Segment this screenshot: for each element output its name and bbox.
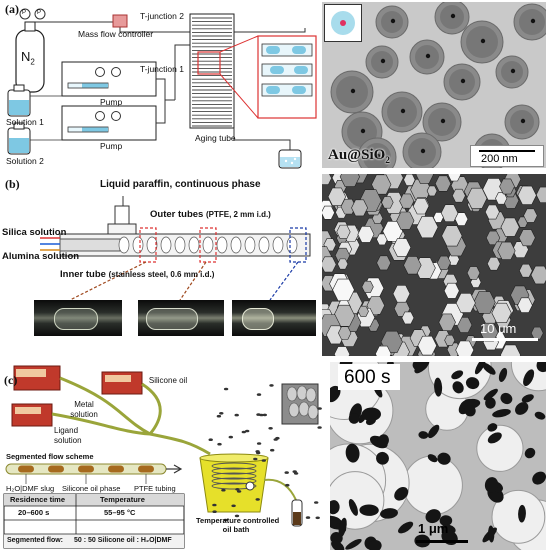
au-sio2-tem-image: Au@SiO2 200 nm	[322, 2, 546, 168]
table-residence-time-value: 20–600 s	[18, 508, 50, 517]
sem-particles-image: 10 μm	[322, 174, 546, 356]
time-label: 600 s	[344, 367, 391, 388]
n2-cylinder-label: N2	[21, 49, 35, 67]
panel-c-schematic	[3, 365, 322, 549]
ligand-solution-label: Ligand solution	[54, 426, 82, 445]
table-header-residence-time: Residence time	[10, 495, 66, 504]
droplet-photo-3	[232, 300, 316, 336]
segmented-flow-scheme-label: Segmented flow scheme	[6, 452, 94, 461]
pump-top-label: Pump	[100, 97, 123, 107]
au-sio2-particles	[330, 2, 546, 168]
outer-tubes-label: Outer tubes (PTFE, 2 mm i.d.)	[150, 209, 271, 220]
mass-flow-controller-label: Mass flow controller	[78, 29, 154, 39]
tem-600s-particles	[330, 362, 546, 550]
liquid-paraffin-label: Liquid paraffin, continuous phase	[100, 179, 261, 190]
table-segmented-flow-value: 50 : 50 Silicone oil : H₂O|DMF	[74, 537, 172, 544]
scale-bar-c	[416, 540, 468, 543]
t-junction-1-label: T-junction 1	[140, 64, 184, 74]
solution-2-label: Solution 2	[6, 156, 44, 166]
ptfe-tubing-label: PTFE tubing	[134, 484, 176, 493]
pump-bottom-label: Pump	[100, 141, 123, 151]
panel-a-schematic	[7, 8, 317, 169]
silicone-oil-phase-label: Silicone oil phase	[62, 484, 121, 493]
t-junction-2-label: T-junction 2	[140, 11, 184, 21]
inner-tube-label: Inner tube (stainless steel, 0.6 mm i.d.…	[60, 269, 215, 280]
alumina-solution-label: Alumina solution	[2, 251, 80, 262]
scale-bar-a: 200 nm	[470, 145, 544, 167]
droplet-photo-1	[34, 300, 122, 336]
scale-bar-b-text: 10 μm	[480, 321, 517, 336]
table-segmented-flow-label: Segmented flow:	[7, 537, 64, 544]
panel-a-tag: (a)	[5, 2, 19, 16]
silicone-oil-label: Silicone oil	[148, 376, 188, 385]
table-temperature-value: 55–95 °C	[104, 508, 136, 517]
scale-bar-c-text: 1 μm	[418, 521, 449, 536]
panel-c-tag: (c)	[4, 373, 18, 387]
scale-bar-a-text: 200 nm	[481, 153, 518, 165]
time-label-box	[338, 364, 400, 390]
tem-600s-image: 600 s 1 μm	[330, 362, 546, 550]
panel-b-tag: (b)	[5, 177, 20, 191]
au-sio2-label: Au@SiO2	[328, 147, 390, 165]
panel-c: (c) Metal solution Silicone oil Ligand s…	[0, 362, 548, 550]
panel-b: (b) Liquid paraffin, continuous phase Ou…	[0, 172, 548, 358]
core-shell-inset-icon	[324, 4, 362, 42]
panel-b-schematic	[40, 196, 311, 301]
h2o-dmf-slug-label: H₂O|DMF slug	[6, 484, 55, 493]
droplet-photo-2	[138, 300, 224, 336]
gauge-1-icon: P	[22, 10, 27, 16]
gauge-2-icon: P	[37, 10, 42, 16]
table-header-temperature: Temperature	[100, 495, 145, 504]
silica-solution-label: Silica solution	[2, 227, 67, 238]
metal-solution-label: Metal solution	[70, 400, 98, 419]
scale-bar-b	[472, 338, 538, 341]
panel-a: (a) P P N2 Mass flow controller T-juncti…	[0, 0, 548, 170]
solution-1-label: Solution 1	[6, 117, 44, 127]
aging-tube-label: Aging tube	[195, 133, 236, 143]
